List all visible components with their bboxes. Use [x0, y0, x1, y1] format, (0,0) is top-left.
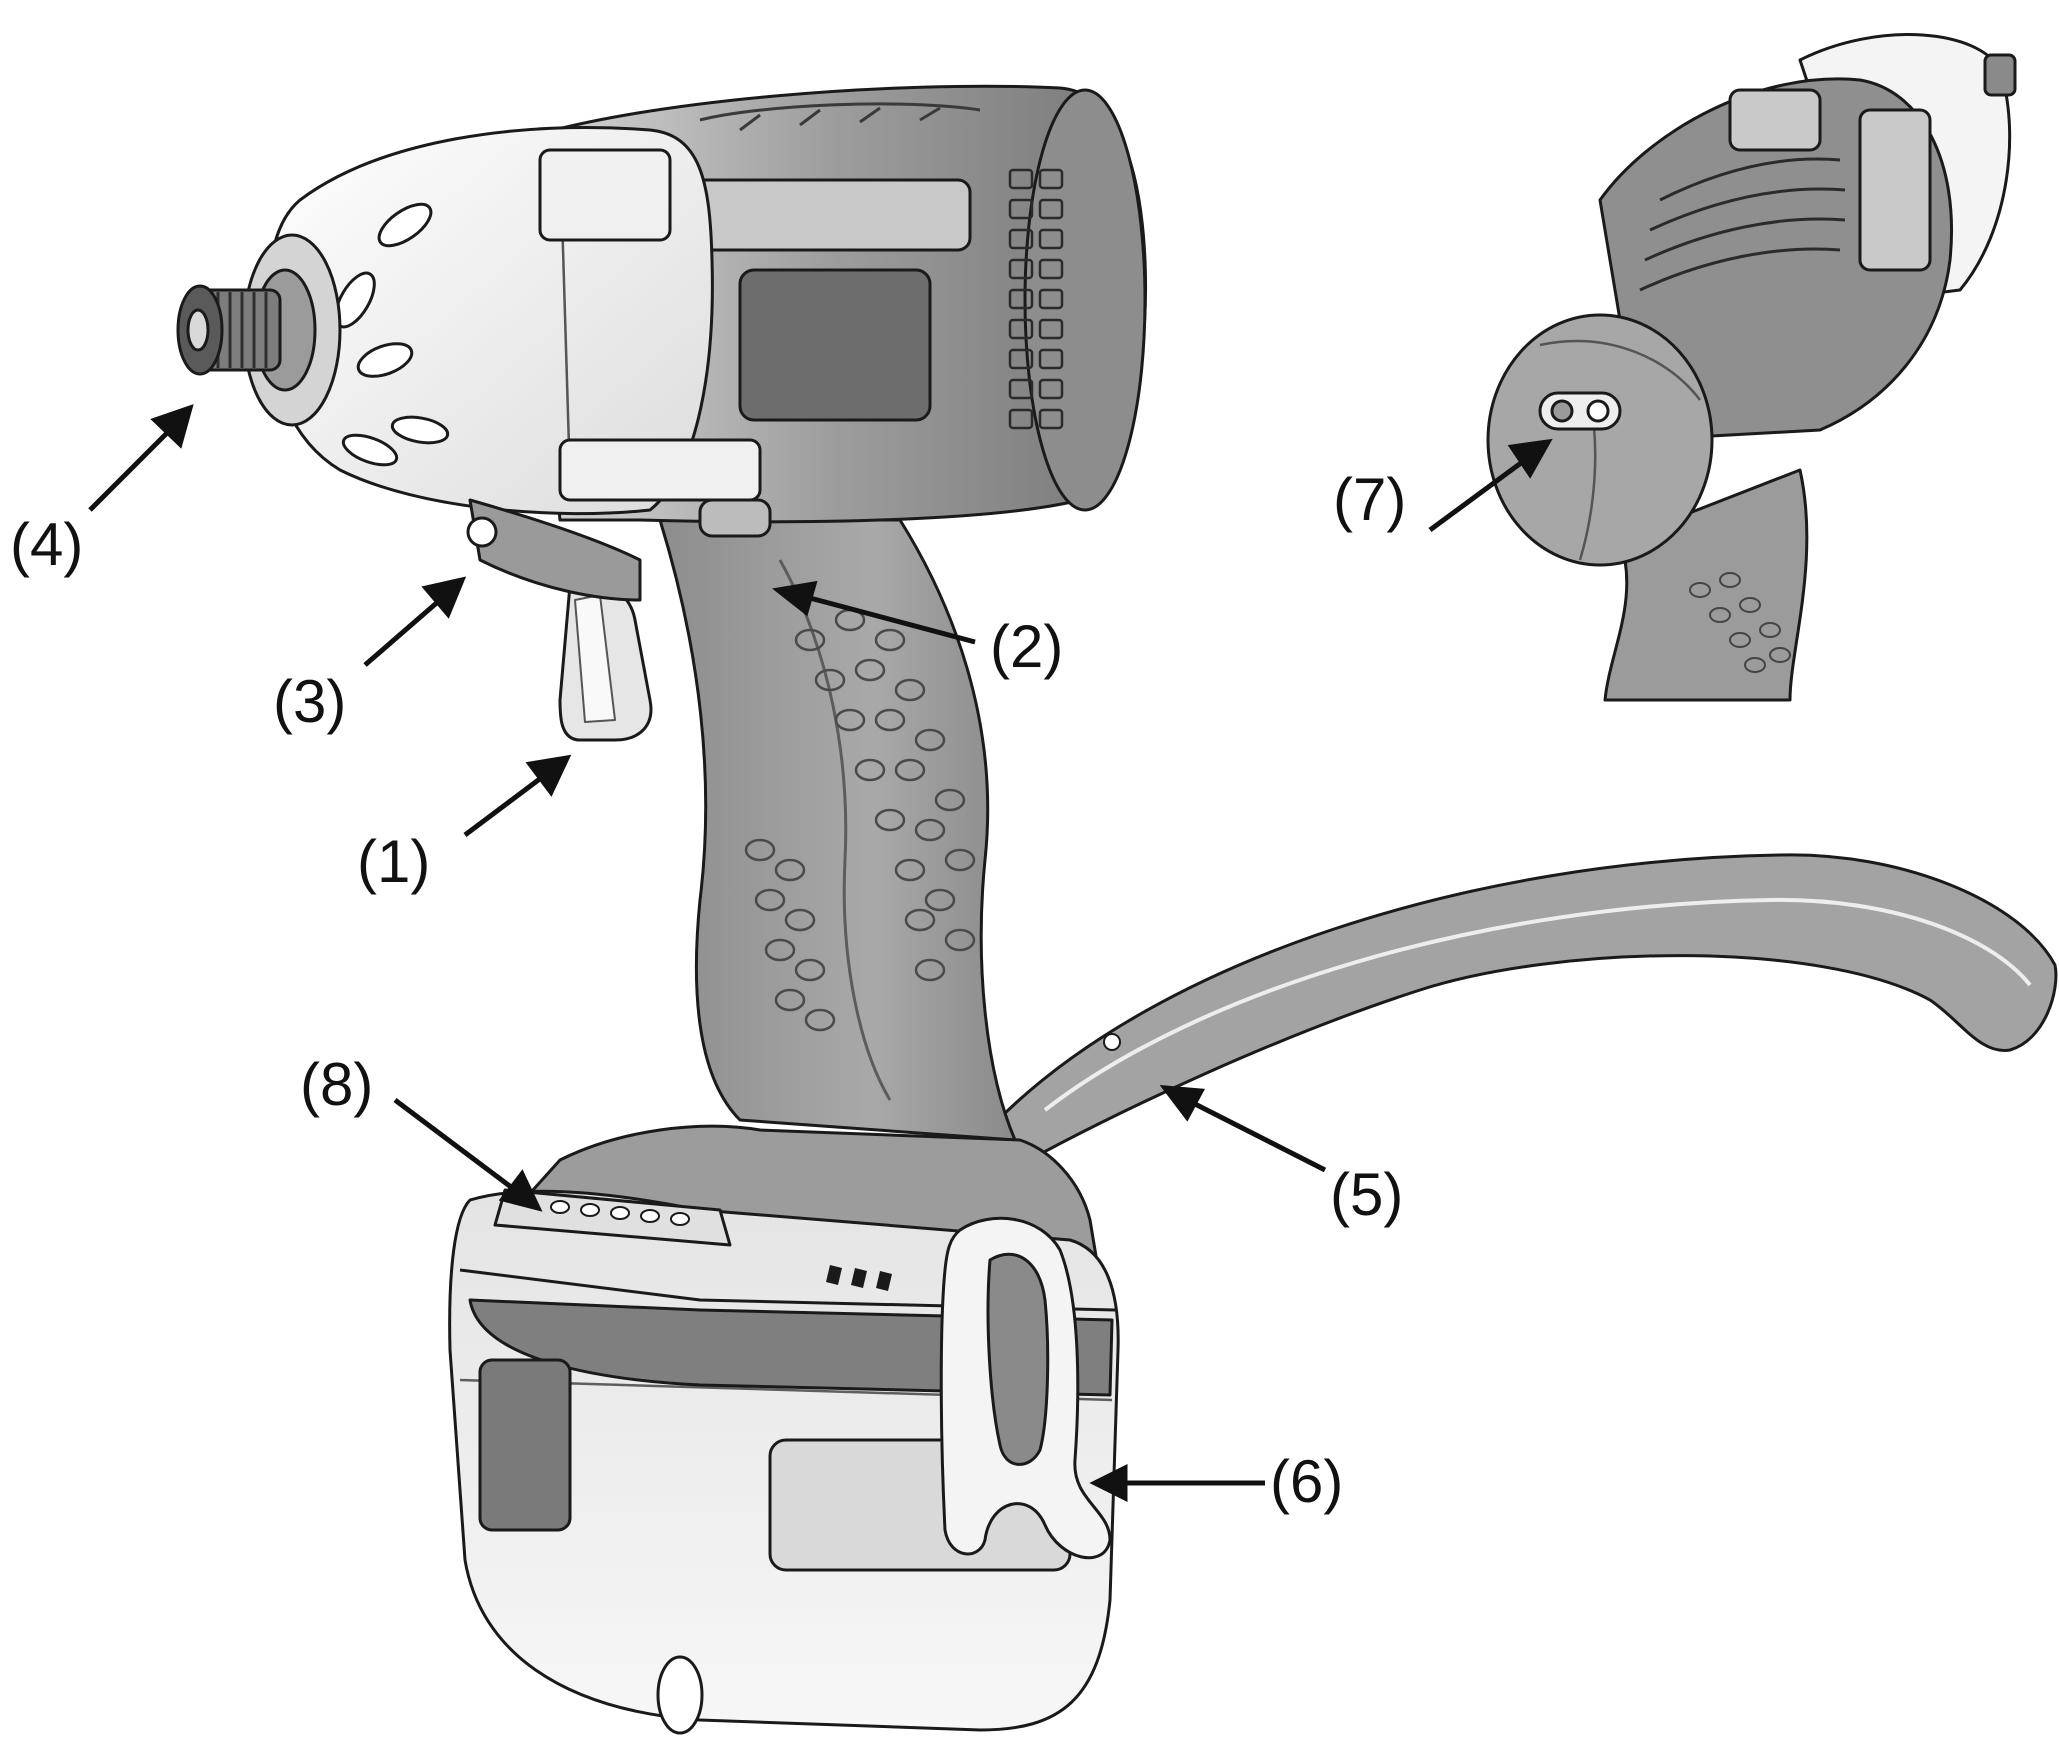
rear-switch [1538, 391, 1622, 431]
callout-label-4: (4) [10, 511, 83, 578]
callout-label-6: (6) [1270, 1448, 1343, 1515]
callout-label-3: (3) [273, 668, 346, 735]
main-tool-illustration [176, 84, 2058, 1735]
arrow-6 [1089, 1463, 1265, 1503]
strap [998, 853, 2058, 1167]
callout-label-1: (1) [357, 828, 430, 895]
battery-indicator [493, 1188, 732, 1247]
callout-label-8: (8) [300, 1051, 373, 1118]
forward-reverse-lever [698, 498, 772, 538]
callout-label-7: (7) [1333, 466, 1406, 533]
callout-label-2: (2) [990, 613, 1063, 680]
arrow-2 [772, 580, 976, 645]
arrow-1 [463, 754, 572, 837]
bit-holder [176, 284, 282, 376]
led-light [466, 516, 498, 548]
callout-arrows [88, 404, 1553, 1503]
rear-view-inset [1486, 33, 2017, 702]
arrow-3 [363, 576, 467, 667]
arrow-7 [1428, 438, 1553, 533]
arrow-4 [88, 404, 194, 512]
arrow-8 [393, 1098, 543, 1212]
handle-grip [658, 518, 1017, 1142]
arrow-5 [1159, 1085, 1327, 1173]
callout-label-5: (5) [1330, 1161, 1403, 1228]
callout-labels: (1) (2) (3) (4) (5) (6) (7) (8) [10, 466, 1406, 1515]
